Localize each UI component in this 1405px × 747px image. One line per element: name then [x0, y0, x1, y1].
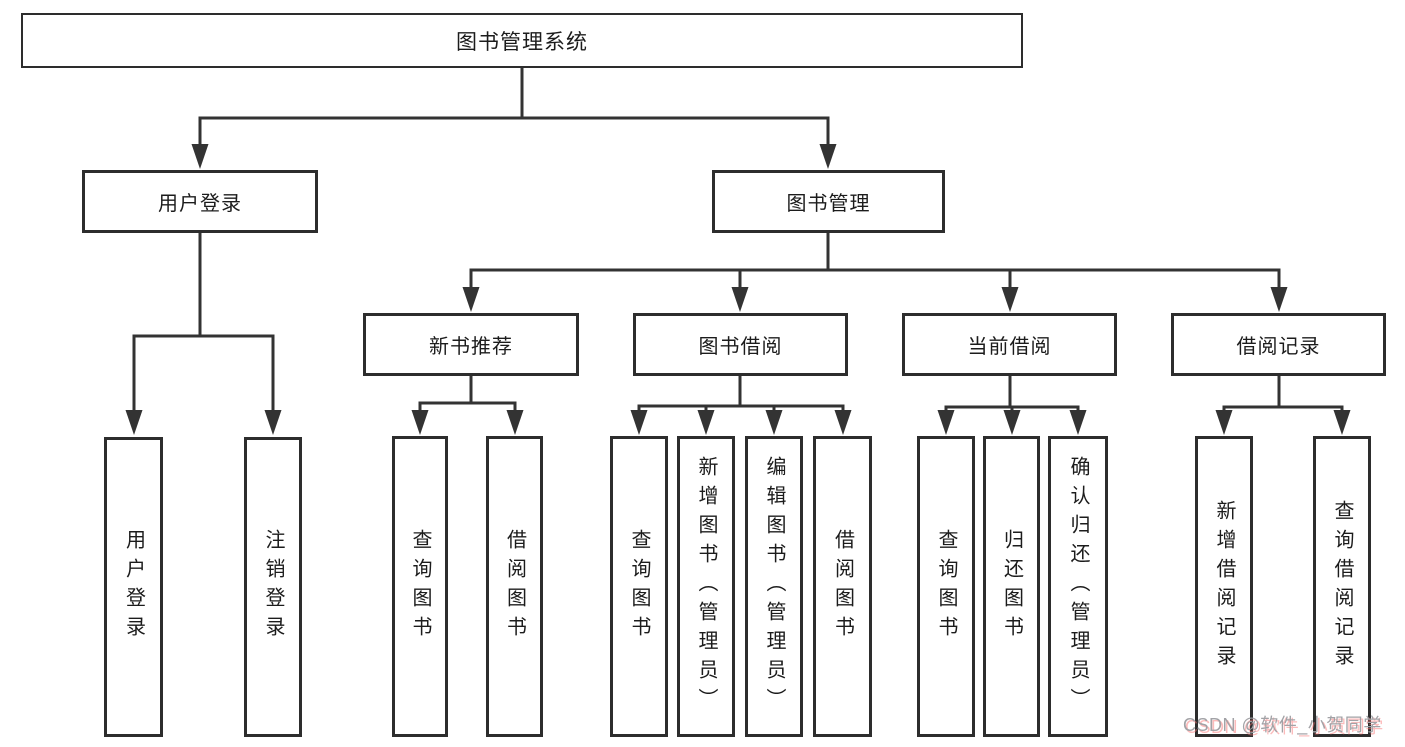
node-book-borrow: 图书借阅 — [633, 313, 848, 376]
node-root-label: 图书管理系统 — [456, 30, 588, 54]
leaf-return-book: 归还图书 — [983, 436, 1040, 737]
leaf-query-book-borrow-label: 查询图书 — [628, 528, 650, 645]
node-user-login: 用户登录 — [82, 170, 318, 233]
node-user-login-label: 用户登录 — [158, 193, 242, 215]
node-book-management: 图书管理 — [712, 170, 945, 233]
leaf-query-book-current: 查询图书 — [917, 436, 975, 737]
node-book-management-label: 图书管理 — [786, 193, 871, 215]
csdn-watermark: CSDN @软件_小贺同学 — [1183, 715, 1382, 735]
leaf-add-borrow-record-label: 新增借阅记录 — [1213, 499, 1235, 674]
leaf-query-book-current-label: 查询图书 — [935, 528, 957, 645]
node-new-book-recommend-label: 新书推荐 — [429, 336, 513, 358]
connector-paths — [132, 68, 1344, 420]
node-current-borrow-label: 当前借阅 — [967, 336, 1052, 358]
leaf-add-book-admin-label: 新增图书（管理员） — [695, 456, 717, 717]
leaf-logout: 注销登录 — [244, 437, 302, 737]
leaf-query-borrow-record: 查询借阅记录 — [1313, 436, 1371, 737]
node-borrow-records: 借阅记录 — [1171, 313, 1386, 376]
leaf-add-borrow-record: 新增借阅记录 — [1195, 436, 1253, 737]
leaf-confirm-return-admin: 确认归还（管理员） — [1048, 436, 1108, 737]
node-new-book-recommend: 新书推荐 — [363, 313, 579, 376]
leaf-borrow-book: 借阅图书 — [813, 436, 872, 737]
leaf-query-book-borrow: 查询图书 — [610, 436, 668, 737]
leaf-query-book-recommend-label: 查询图书 — [409, 528, 431, 645]
node-root-system: 图书管理系统 — [21, 13, 1023, 68]
leaf-borrow-book-recommend-label: 借阅图书 — [503, 528, 526, 645]
leaf-user-login-label: 用户登录 — [122, 529, 145, 645]
leaf-edit-book-admin: 编辑图书（管理员） — [745, 436, 803, 737]
leaf-borrow-book-label: 借阅图书 — [831, 528, 854, 645]
leaf-user-login: 用户登录 — [104, 437, 163, 737]
leaf-logout-label: 注销登录 — [262, 529, 284, 645]
node-book-borrow-label: 图书借阅 — [698, 336, 783, 358]
leaf-confirm-return-admin-label: 确认归还（管理员） — [1067, 456, 1089, 717]
node-borrow-records-label: 借阅记录 — [1236, 336, 1321, 358]
leaf-add-book-admin: 新增图书（管理员） — [677, 436, 735, 737]
leaf-query-borrow-record-label: 查询借阅记录 — [1331, 499, 1353, 674]
leaf-return-book-label: 归还图书 — [1000, 528, 1023, 645]
leaf-borrow-book-recommend: 借阅图书 — [486, 436, 543, 737]
leaf-edit-book-admin-label: 编辑图书（管理员） — [763, 456, 785, 717]
node-current-borrow: 当前借阅 — [902, 313, 1117, 376]
leaf-query-book-recommend: 查询图书 — [392, 436, 448, 737]
arrow-down-icons — [125, 144, 1351, 435]
